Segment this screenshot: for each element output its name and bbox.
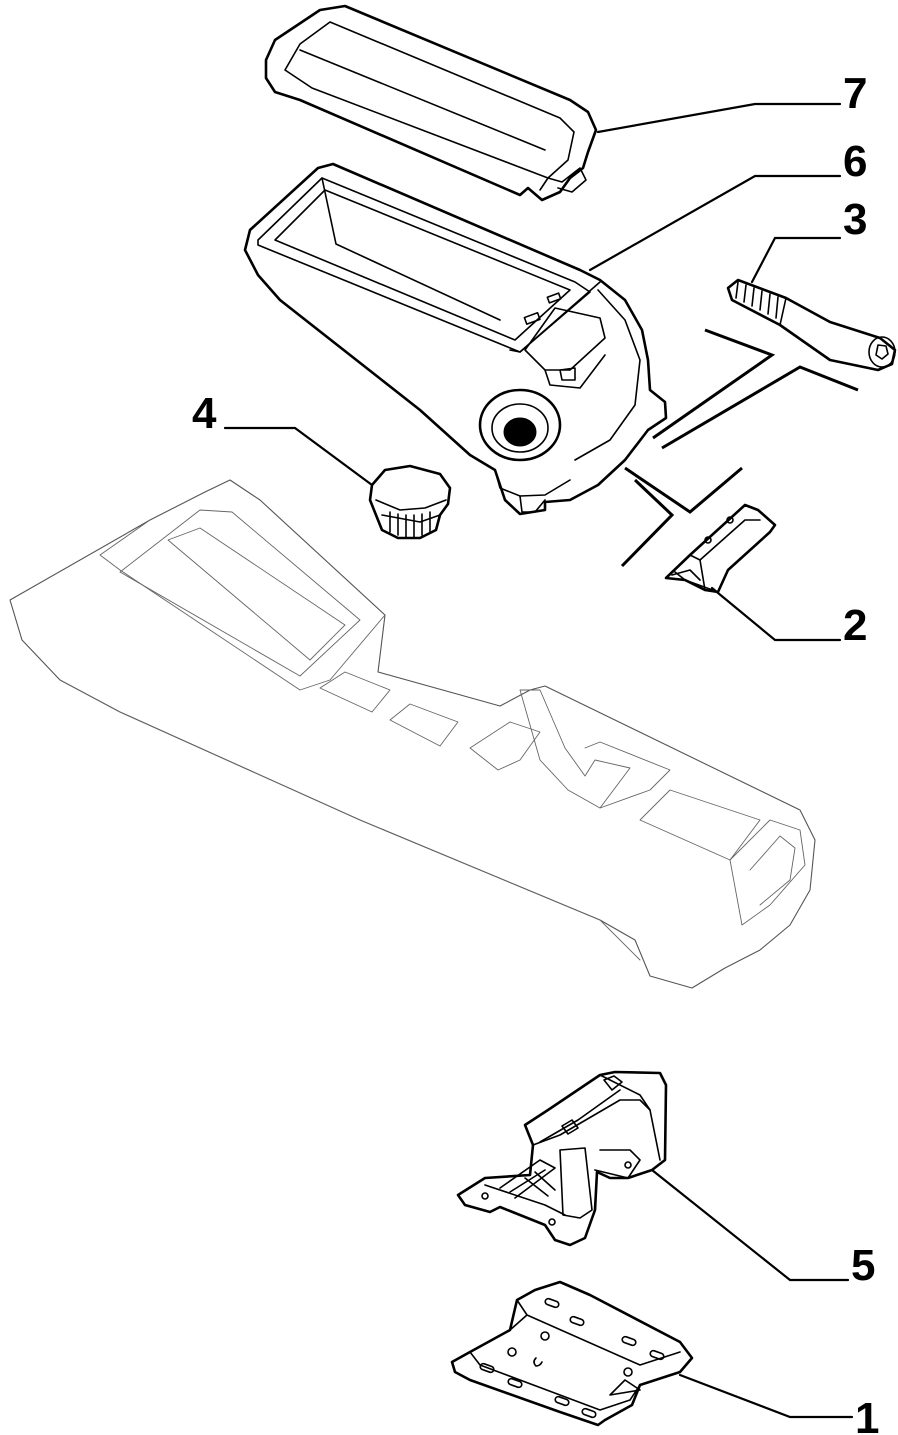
part-base-plate [450, 1280, 694, 1427]
part-cap [368, 464, 452, 540]
part-clip [664, 503, 777, 594]
assembly-break-lines [620, 328, 859, 568]
leader-lines [223, 102, 854, 1419]
center-console [9, 479, 816, 989]
part-bracket [456, 1070, 668, 1247]
part-armrest-lid [264, 4, 598, 202]
callout-1: 1 [855, 1394, 879, 1435]
callout-7: 7 [843, 69, 867, 118]
callout-5: 5 [851, 1241, 875, 1290]
callout-3: 3 [843, 195, 867, 244]
callout-4: 4 [192, 389, 217, 438]
callout-2: 2 [843, 601, 867, 650]
part-screw [726, 278, 897, 372]
part-armrest-housing [243, 162, 668, 516]
callout-6: 6 [843, 137, 867, 186]
